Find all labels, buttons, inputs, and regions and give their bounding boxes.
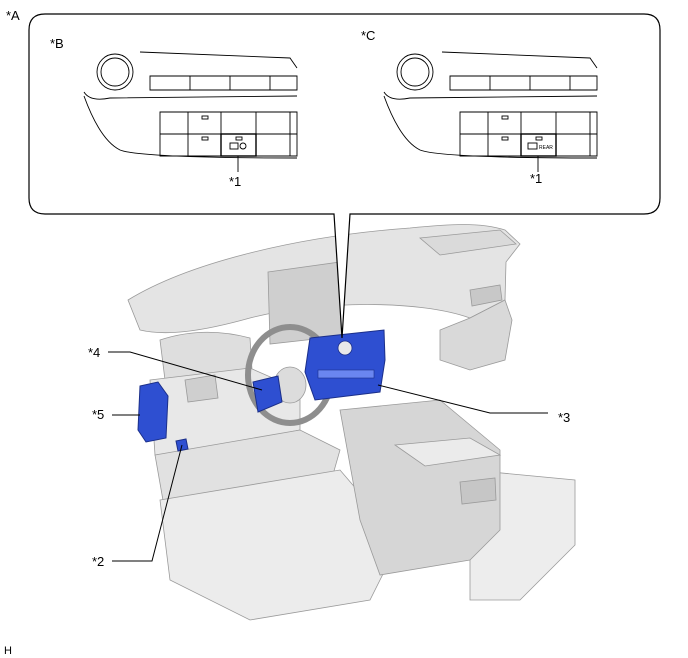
defroster bbox=[419, 229, 517, 256]
callout-2-label: *2 bbox=[92, 554, 105, 569]
panel-c-knob-outer bbox=[396, 53, 434, 91]
component-3-button-row bbox=[317, 369, 375, 379]
component-5 bbox=[137, 381, 169, 443]
panel-b-top-trim bbox=[139, 51, 298, 69]
inset-frame bbox=[28, 13, 661, 339]
floor-left bbox=[159, 469, 401, 621]
callout-1-b-label: *1 bbox=[229, 174, 242, 189]
callout-5-label: *5 bbox=[92, 407, 105, 422]
panel-b-buttons-top bbox=[149, 75, 298, 91]
view-a-label: *A bbox=[6, 8, 20, 23]
panel-b-bezel bbox=[83, 91, 298, 100]
panel-c-knob-inner bbox=[400, 57, 430, 87]
panel-b-dash bbox=[83, 51, 298, 172]
panel-c-indicator-2 bbox=[501, 136, 509, 141]
view-b-label: *B bbox=[50, 36, 64, 51]
panel-c-target-switch bbox=[520, 133, 557, 157]
figure-code-label: H bbox=[4, 645, 12, 657]
panel-b-knob-inner bbox=[100, 57, 130, 87]
panel-c-top-trim bbox=[441, 51, 598, 69]
leader-4 bbox=[108, 351, 263, 391]
component-3-knob bbox=[337, 340, 353, 356]
panel-c-indicator-3 bbox=[535, 136, 543, 141]
view-c-label: *C bbox=[361, 28, 376, 43]
rear-console-vent bbox=[459, 477, 497, 505]
leader-lines bbox=[108, 351, 548, 562]
highlighted-components bbox=[137, 329, 386, 452]
inset-callout-outline bbox=[28, 13, 661, 339]
panel-c-switch-text: REAR bbox=[539, 145, 553, 151]
vent-right bbox=[469, 284, 503, 307]
panel-c-indicator-1 bbox=[501, 115, 509, 120]
component-3-ac-control bbox=[304, 329, 386, 401]
panel-b-target-switch bbox=[220, 133, 257, 157]
panel-b-switch-icon-2 bbox=[239, 142, 247, 150]
callout-1-c-label: *1 bbox=[530, 171, 543, 186]
panel-b-knob-outer bbox=[96, 53, 134, 91]
vent-left bbox=[184, 374, 219, 403]
dashboard-right-edge bbox=[439, 299, 513, 371]
leader-2 bbox=[112, 444, 183, 562]
panel-c-lower-contour bbox=[383, 95, 598, 159]
callout-3-label: *3 bbox=[558, 410, 571, 425]
vehicle-interior bbox=[127, 224, 576, 621]
panel-b-indicator-3 bbox=[235, 136, 243, 141]
leader-3 bbox=[377, 384, 548, 414]
callout-4-label: *4 bbox=[88, 345, 101, 360]
panel-b-lower-contour bbox=[83, 95, 298, 159]
panel-b-indicator-2 bbox=[201, 136, 209, 141]
panel-b-switch-icon-1 bbox=[229, 142, 239, 150]
console-top bbox=[393, 437, 502, 467]
panel-c-buttons-top bbox=[449, 75, 598, 91]
panel-c-switch-icon bbox=[527, 142, 538, 150]
panel-c-bezel bbox=[383, 91, 598, 100]
component-4 bbox=[252, 375, 283, 413]
panel-b-indicator-1 bbox=[201, 115, 209, 120]
panel-c-dash bbox=[383, 51, 598, 172]
